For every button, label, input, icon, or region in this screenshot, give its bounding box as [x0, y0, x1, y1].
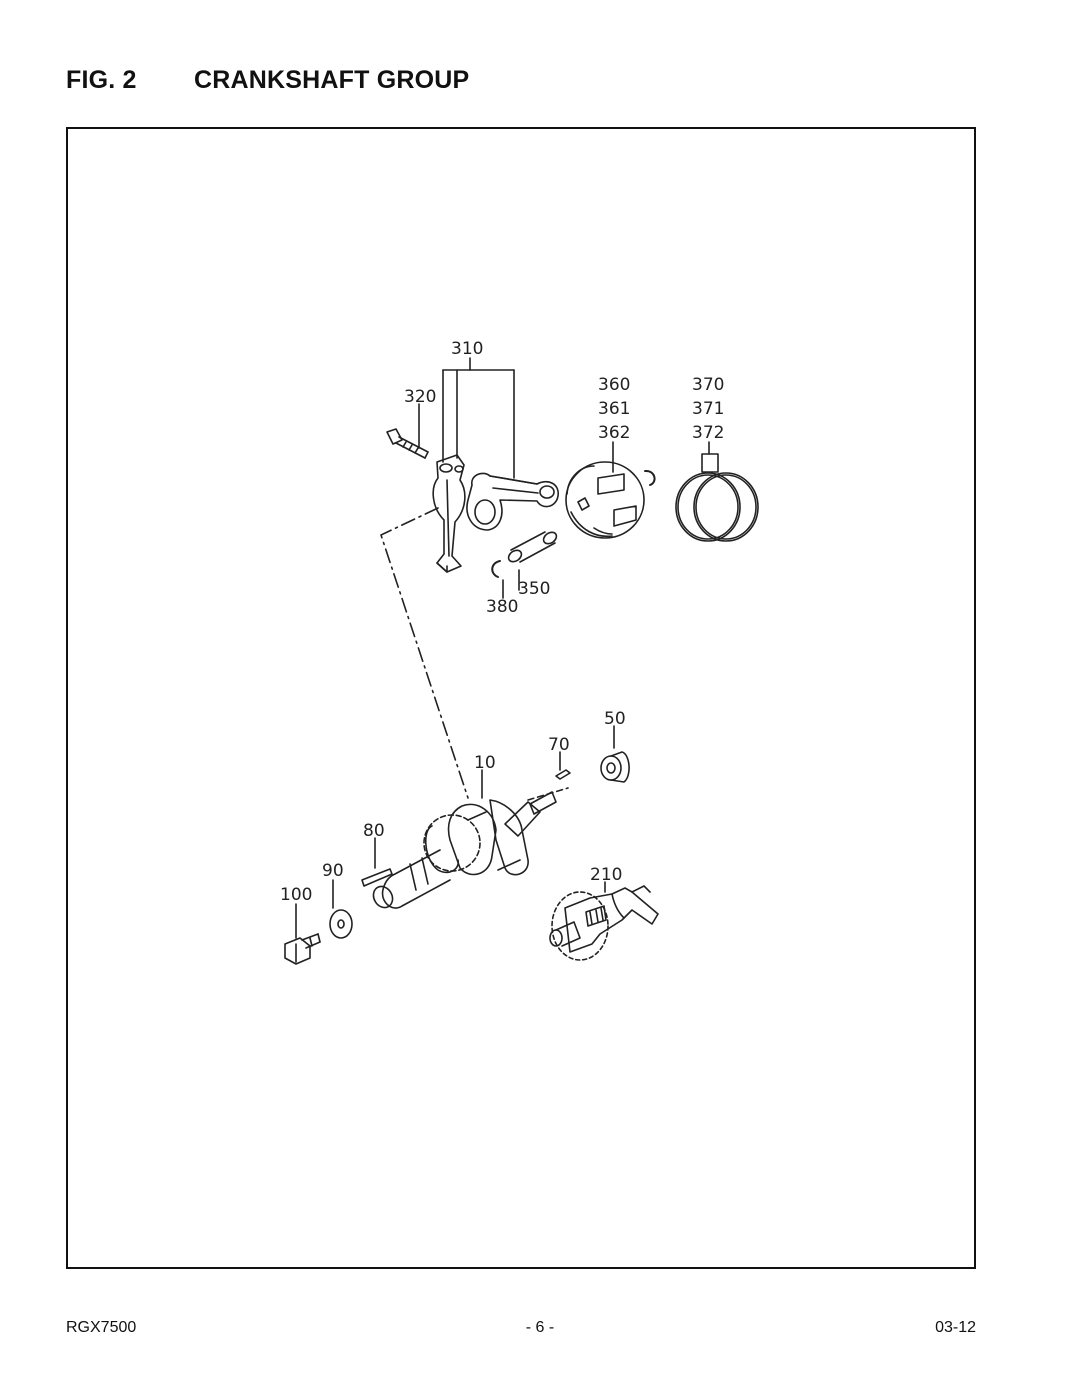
callout-372: 372 — [692, 423, 724, 443]
connecting-rod-cap — [432, 454, 466, 573]
piston-rings — [675, 472, 759, 542]
connecting-rod — [466, 472, 559, 531]
footer-date: 03-12 — [935, 1319, 976, 1336]
piston-pin — [507, 531, 558, 563]
figure-title: CRANKSHAFT GROUP — [194, 66, 470, 94]
camshaft — [549, 885, 659, 961]
callout-371: 371 — [692, 399, 724, 419]
figure-frame — [66, 127, 976, 1269]
callout-350: 350 — [518, 579, 550, 599]
washer — [329, 909, 353, 939]
alignment-line — [380, 507, 469, 799]
leader-310 — [442, 357, 515, 479]
callout-380: 380 — [486, 597, 518, 617]
callout-50: 50 — [604, 709, 626, 729]
flange-bolt — [284, 933, 321, 965]
callout-370: 370 — [692, 375, 724, 395]
footer-page-number: - 6 - — [525, 1319, 555, 1336]
callout-70: 70 — [548, 735, 570, 755]
flange-nut — [600, 751, 630, 783]
callout-360: 360 — [598, 375, 630, 395]
callout-310: 310 — [451, 339, 483, 359]
crankshaft — [372, 787, 569, 909]
leader-372 — [701, 441, 719, 473]
callout-100: 100 — [280, 885, 312, 905]
woodruff-key — [555, 769, 571, 780]
callout-90: 90 — [322, 861, 344, 881]
figure-number: FIG. 2 — [66, 66, 137, 94]
callout-320: 320 — [404, 387, 436, 407]
piston-clip — [644, 469, 656, 486]
callout-361: 361 — [598, 399, 630, 419]
piston — [565, 461, 645, 539]
piston-pin-clip — [491, 560, 501, 578]
connecting-rod-bolt — [386, 428, 429, 459]
footer-model: RGX7500 — [66, 1319, 137, 1336]
page-title: FIG. 2 CRANKSHAFT GROUP — [66, 66, 469, 95]
callout-80: 80 — [363, 821, 385, 841]
callout-10: 10 — [474, 753, 496, 773]
dowel-pin — [361, 868, 393, 887]
callout-210: 210 — [590, 865, 622, 885]
callout-362: 362 — [598, 423, 630, 443]
